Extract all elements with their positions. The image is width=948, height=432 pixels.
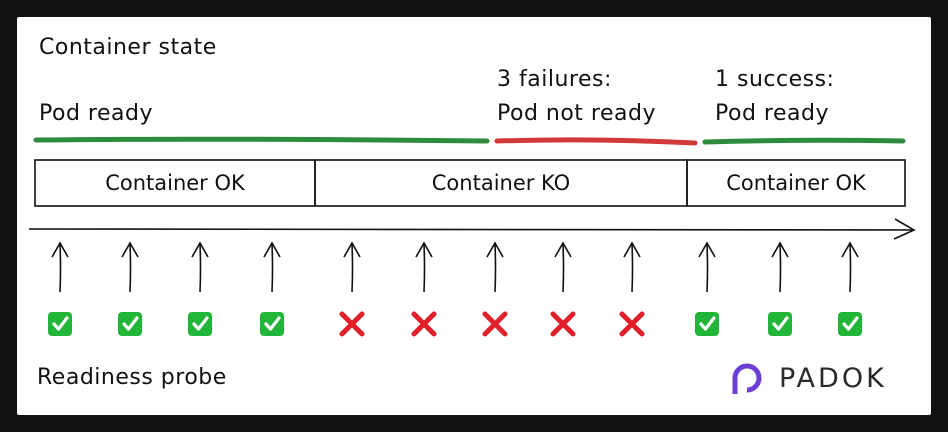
diagram-canvas: Container state Pod ready 3 failures: Po… (17, 17, 931, 415)
padok-logo-text: PADOK (779, 362, 887, 394)
cross-icon (411, 311, 437, 337)
probe-arrowhead (263, 241, 281, 258)
check-icon (695, 312, 719, 336)
probe-arrow (562, 243, 565, 293)
container-box-label-1: Container OK (105, 171, 245, 195)
cross-icon (482, 311, 508, 337)
check-icon (838, 312, 862, 336)
diagram-title: Container state (39, 35, 217, 60)
probe-arrow (423, 243, 426, 293)
probe-arrow (59, 243, 62, 293)
check-mark (842, 316, 859, 331)
probe-group (48, 241, 862, 337)
timeline-axis (28, 227, 913, 231)
probe-arrow (779, 243, 782, 293)
probe-arrowhead (415, 241, 433, 258)
cross-icon (339, 311, 365, 337)
state-bar-pod-not-ready (494, 137, 698, 146)
check-icon (118, 312, 142, 336)
probe-arrow (494, 243, 497, 293)
probe-arrowhead (486, 241, 504, 258)
check-mark (192, 316, 209, 331)
state-label-pod-ready-1: Pod ready (39, 101, 153, 126)
check-mark (52, 316, 69, 331)
timeline-arrowhead (893, 218, 916, 240)
padok-logo: PADOK (725, 353, 887, 403)
probe-label: Readiness probe (37, 365, 227, 390)
probe-arrowhead (623, 241, 641, 258)
check-mark (699, 316, 716, 331)
check-mark (122, 316, 139, 331)
probe-arrow (351, 243, 354, 293)
check-icon (188, 312, 212, 336)
state-bar-pod-ready-again (702, 137, 906, 145)
state-label-success-line2: Pod ready (715, 101, 829, 126)
diagram-drawing (28, 136, 916, 337)
check-icon (48, 312, 72, 336)
state-label-failures-line1: 3 failures: (497, 67, 612, 92)
probe-arrowhead (698, 241, 716, 258)
probe-arrowhead (343, 241, 361, 258)
state-label-failures-line2: Pod not ready (497, 101, 656, 126)
probe-arrow (849, 243, 852, 293)
container-box-label-2: Container KO (431, 171, 571, 195)
check-mark (772, 316, 789, 331)
check-icon (260, 312, 284, 336)
probe-arrowhead (191, 241, 209, 258)
probe-arrow (706, 243, 709, 293)
state-label-success-line1: 1 success: (715, 67, 835, 92)
probe-arrow (631, 243, 634, 293)
cross-icon (550, 311, 576, 337)
padok-logo-icon (732, 363, 762, 394)
probe-arrowhead (121, 241, 139, 258)
probe-arrow (199, 243, 202, 293)
check-icon (768, 312, 792, 336)
probe-arrow (271, 243, 274, 293)
cross-icon (619, 311, 645, 337)
probe-arrowhead (771, 241, 789, 258)
probe-arrowhead (554, 241, 572, 258)
probe-arrowhead (841, 241, 859, 258)
probe-arrowhead (51, 241, 69, 258)
check-mark (264, 316, 281, 331)
state-bar-pod-ready (33, 136, 490, 144)
probe-arrow (129, 243, 132, 293)
container-box-label-3: Container OK (726, 171, 866, 195)
container-box-3 (686, 159, 906, 207)
